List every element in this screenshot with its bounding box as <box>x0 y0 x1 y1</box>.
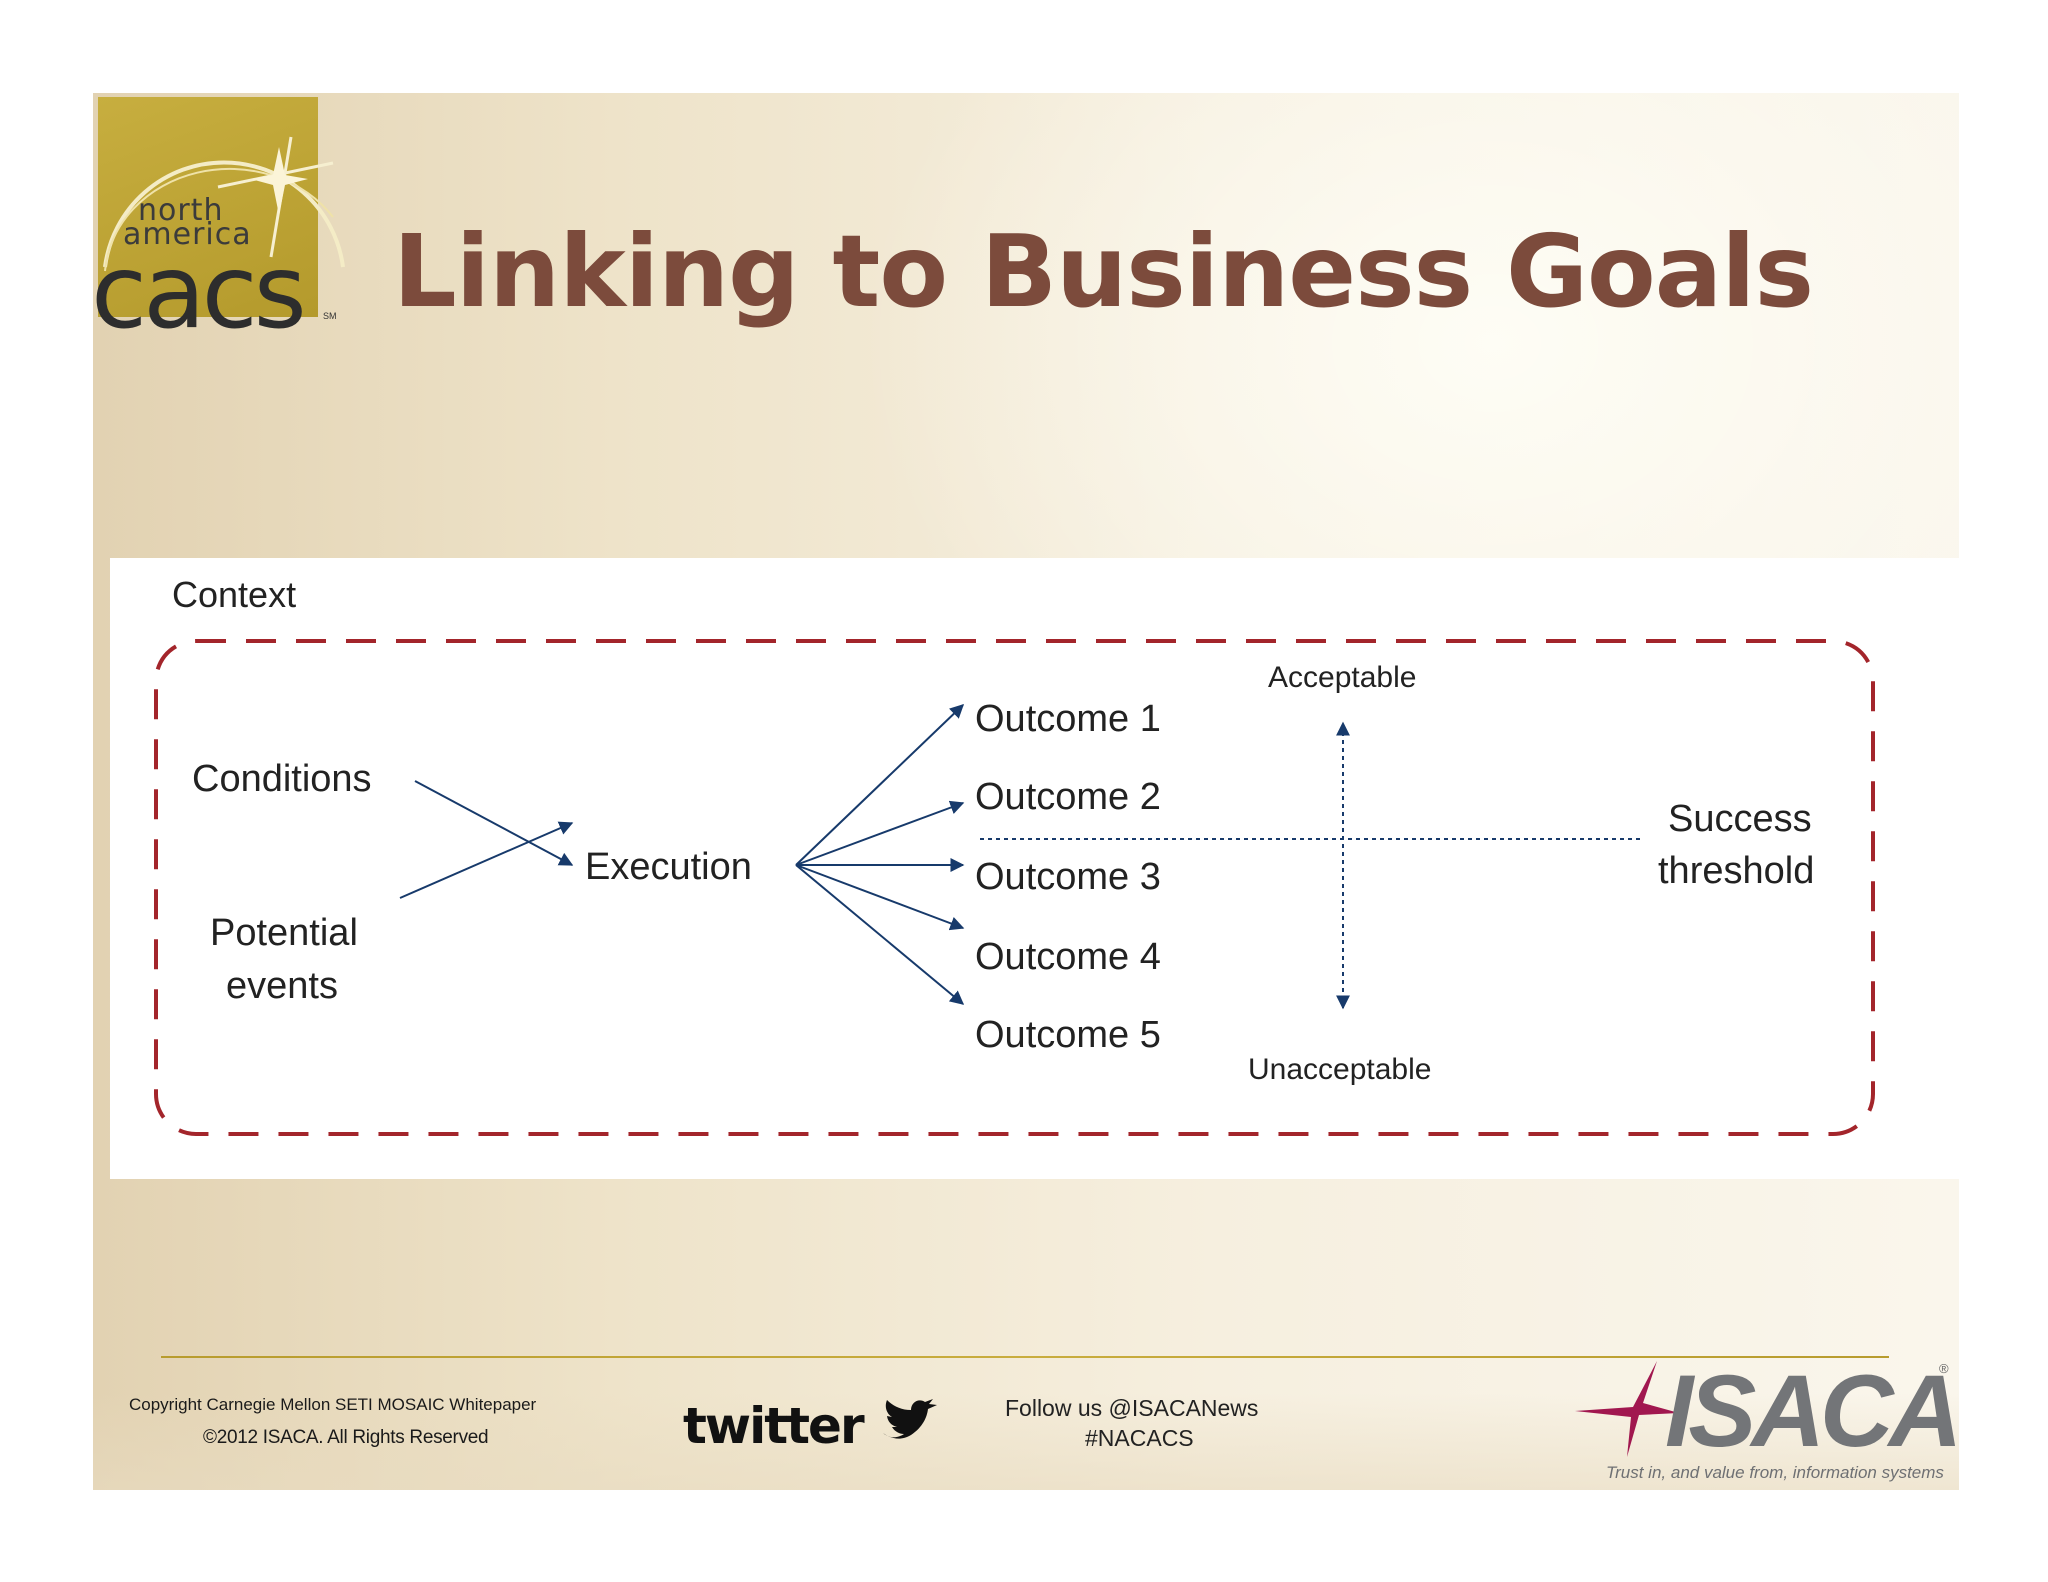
threshold-label: threshold <box>1658 850 1815 892</box>
execution-label: Execution <box>585 846 752 888</box>
conditions-arrow <box>414 780 574 866</box>
slide: north america cacs SM Linking to Busines… <box>93 93 1959 1490</box>
follow-text: Follow us @ISACANews <box>1005 1395 1259 1421</box>
events-label: events <box>226 965 338 1007</box>
acceptable-label: Acceptable <box>1268 661 1417 694</box>
outcome-1-arrow <box>795 704 965 866</box>
outcome-2-arrow <box>795 800 965 866</box>
logo-north: north <box>138 193 224 228</box>
diagram-graphics <box>154 639 1875 1136</box>
context-label: Context <box>172 574 297 615</box>
cacs-logo: north america cacs SM <box>93 97 353 352</box>
outcome-1-label: Outcome 1 <box>975 698 1161 740</box>
rights-text: ©2012 ISACA. All Rights Reserved <box>203 1427 489 1448</box>
logo-service-mark: SM <box>323 311 337 321</box>
isaca-star-icon <box>1575 1361 1679 1457</box>
outcome-4-arrow <box>795 864 965 931</box>
events-arrow <box>399 821 574 899</box>
footer-divider <box>161 1356 1889 1358</box>
twitter-bird-icon <box>883 1399 937 1439</box>
unacceptable-label: Unacceptable <box>1248 1053 1432 1086</box>
copyright-text: Copyright Carnegie Mellon SETI MOSAIC Wh… <box>129 1395 537 1414</box>
isaca-registered-mark: ® <box>1939 1361 1949 1376</box>
logo-america: america <box>123 217 252 252</box>
outcome-5-arrow <box>795 864 965 1005</box>
logo-cacs-word: cacs <box>93 233 307 352</box>
isaca-tagline: Trust in, and value from, information sy… <box>1606 1463 1944 1482</box>
outcome-5-label: Outcome 5 <box>975 1014 1161 1056</box>
conditions-label: Conditions <box>192 758 372 800</box>
context-dashed-border <box>154 639 1875 1136</box>
outcome-4-label: Outcome 4 <box>975 936 1161 978</box>
isaca-logo-text: ISACA <box>1665 1354 1959 1468</box>
success-label: Success <box>1668 798 1812 840</box>
diagram-panel: Context Conditions Potential events Exec… <box>110 558 1959 1179</box>
outcome-3-label: Outcome 3 <box>975 856 1161 898</box>
potential-label: Potential <box>210 912 358 954</box>
slide-title: Linking to Business Goals <box>393 213 1814 330</box>
logo-arc-icon <box>103 136 345 272</box>
outcome-2-label: Outcome 2 <box>975 776 1161 818</box>
twitter-logo-text: twitter <box>683 1397 865 1455</box>
hashtag-text: #NACACS <box>1085 1425 1194 1451</box>
